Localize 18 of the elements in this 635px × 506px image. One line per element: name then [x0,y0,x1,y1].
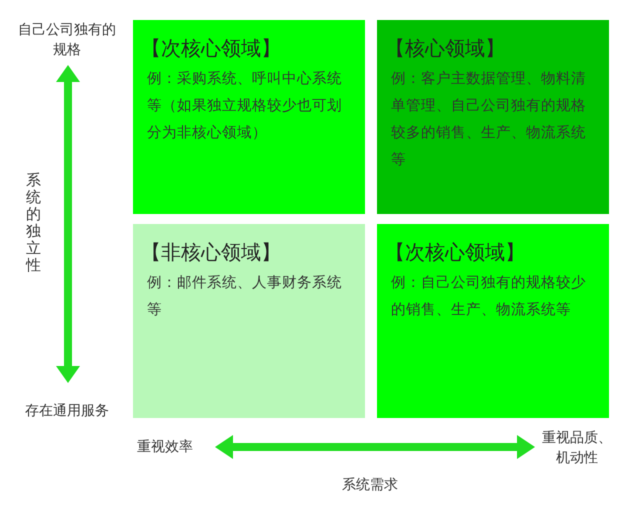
quadrant-box [377,20,609,214]
axis-end-label: 存在通用服务 [24,402,110,421]
quadrant-description: 例：客户主数据管理、物料清单管理、自己公司独有的规格较多的销售、生产、物流系统等 [391,70,587,170]
quadrant-heading: 【次核心领域】 [141,35,282,62]
quadrant-box [133,20,365,214]
quadrant-heading: 【次核心领域】 [385,239,526,266]
quadrant-description: 例：采购系统、呼叫中心系统等（如果独立规格较少也可划分为非核心领域） [147,70,343,143]
quadrant-description: 例：邮件系统、人事财务系统等 [147,274,343,320]
quadrant-heading: 【非核心领域】 [141,239,282,266]
quadrant-description: 例：自己公司独有的规格较少的销售、生产、物流系统等 [391,274,587,320]
quadrant-box [133,224,365,418]
quadrant-box [377,224,609,418]
axis-title: 系统需求 [341,476,399,495]
axis-end-label: 重视品质、机动性 [541,429,613,468]
axis-end-label: 自己公司独有的规格 [17,21,117,60]
axis-end-label: 重视效率 [136,438,194,457]
axis-title: 系统的独立性 [26,172,41,274]
quadrant-heading: 【核心领域】 [385,35,506,62]
